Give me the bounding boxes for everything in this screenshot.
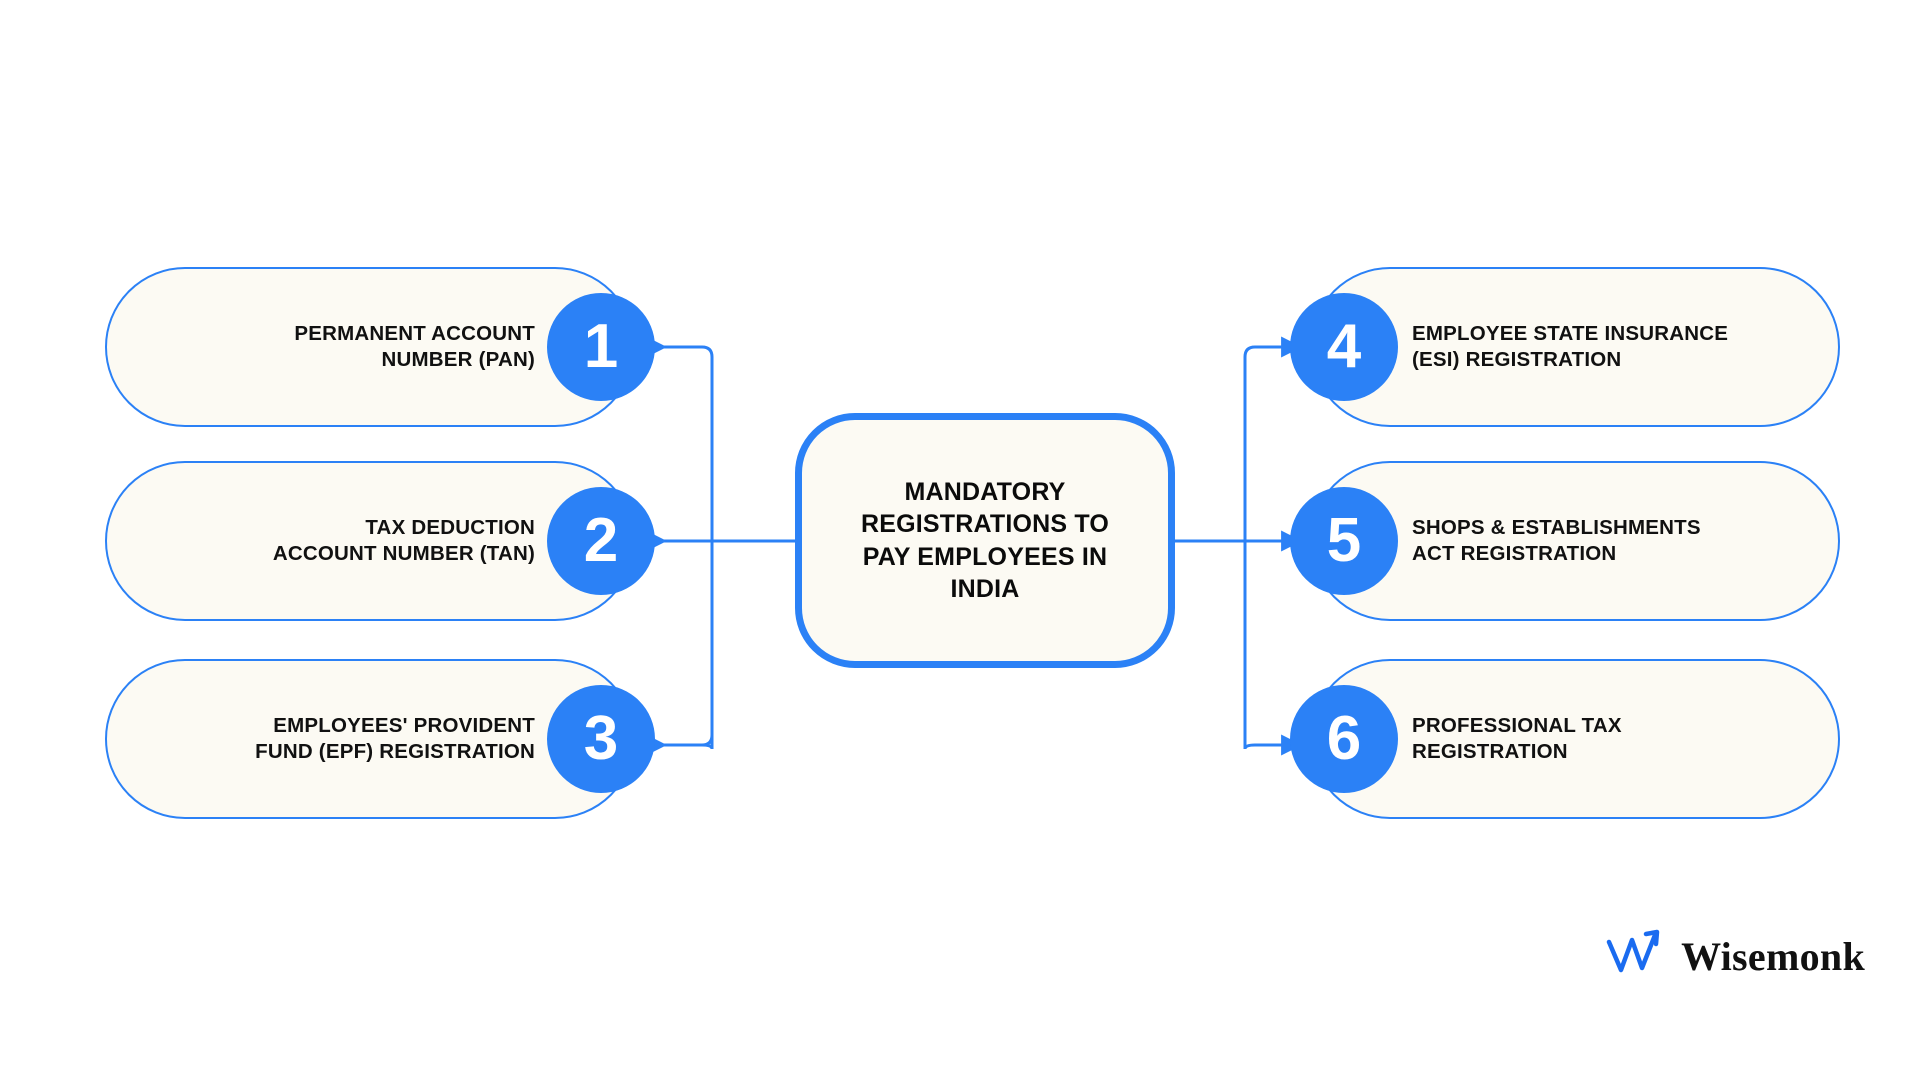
registration-card-3-label: EMPLOYEES' PROVIDENT FUND (EPF) REGISTRA… [255, 713, 535, 763]
registration-card-2[interactable]: TAX DEDUCTION ACCOUNT NUMBER (TAN) 2 [105, 461, 655, 621]
registration-card-2-number: 2 [547, 487, 655, 595]
registration-card-5-number: 5 [1290, 487, 1398, 595]
brand-name: Wisemonk [1681, 934, 1865, 979]
registration-card-6-label: PROFESSIONAL TAX REGISTRATION [1412, 713, 1622, 763]
registration-card-1-label: PERMANENT ACCOUNT NUMBER (PAN) [294, 321, 535, 371]
registration-card-6[interactable]: 6 PROFESSIONAL TAX REGISTRATION [1290, 659, 1840, 819]
brand-logo: Wisemonk [1605, 928, 1865, 985]
registration-card-3[interactable]: EMPLOYEES' PROVIDENT FUND (EPF) REGISTRA… [105, 659, 655, 819]
registration-card-5-label: SHOPS & ESTABLISHMENTS ACT REGISTRATION [1412, 515, 1701, 565]
center-node-title: MANDATORY REGISTRATIONS TO PAY EMPLOYEES… [860, 477, 1110, 604]
registration-card-1[interactable]: PERMANENT ACCOUNT NUMBER (PAN) 1 [105, 267, 655, 427]
registration-card-4[interactable]: 4 EMPLOYEE STATE INSURANCE (ESI) REGISTR… [1290, 267, 1840, 427]
wisemonk-arrow-icon [1605, 928, 1667, 985]
center-node[interactable]: MANDATORY REGISTRATIONS TO PAY EMPLOYEES… [795, 413, 1175, 668]
registration-card-2-label: TAX DEDUCTION ACCOUNT NUMBER (TAN) [272, 515, 535, 565]
registration-card-3-number: 3 [547, 685, 655, 793]
registration-card-4-number: 4 [1290, 293, 1398, 401]
registration-card-6-number: 6 [1290, 685, 1398, 793]
registration-card-5[interactable]: 5 SHOPS & ESTABLISHMENTS ACT REGISTRATIO… [1290, 461, 1840, 621]
registration-card-1-number: 1 [547, 293, 655, 401]
registration-card-4-label: EMPLOYEE STATE INSURANCE (ESI) REGISTRAT… [1412, 321, 1729, 371]
